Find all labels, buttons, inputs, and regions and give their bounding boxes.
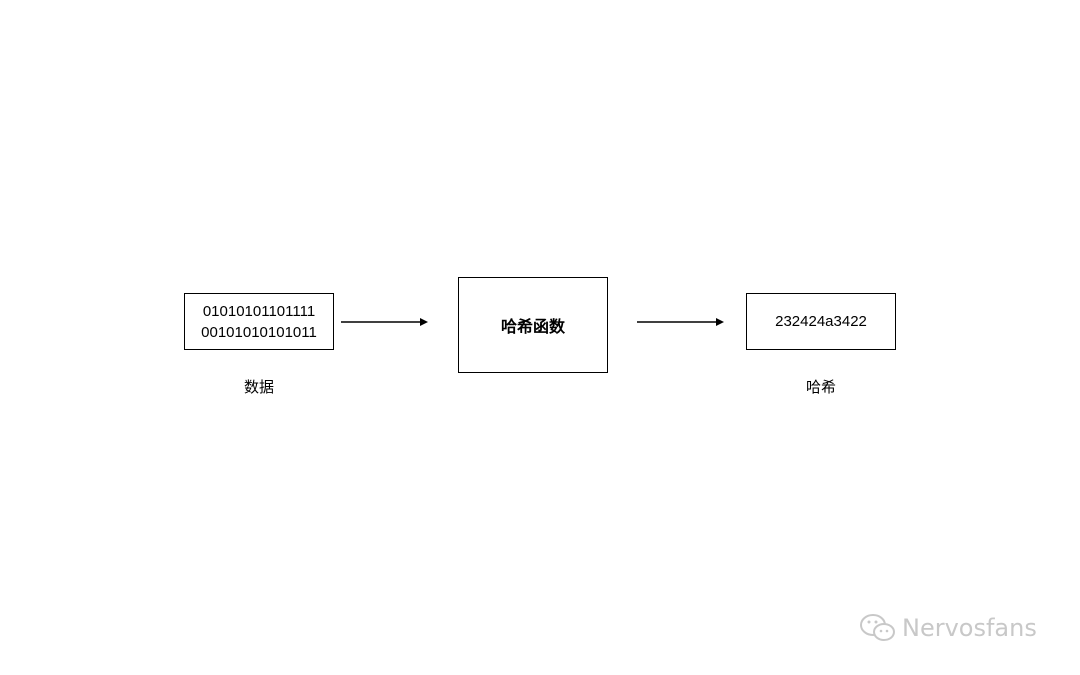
hash-function-node: 哈希函数	[458, 277, 608, 373]
wechat-icon	[860, 614, 895, 641]
hash-caption: 哈希	[805, 379, 836, 396]
watermark-text: Nervosfans	[902, 614, 1037, 642]
hash-function-label: 哈希函数	[500, 319, 565, 336]
data-bits-line-1: 01010101101111	[202, 302, 316, 320]
hash-output-label: 232424a3422	[775, 313, 867, 330]
data-caption: 数据	[243, 379, 274, 396]
hash-output-node: 232424a3422	[746, 293, 896, 350]
arrow-data-to-function	[341, 316, 429, 328]
arrow-function-to-hash	[637, 316, 725, 328]
data-bits-line-2: 00101010101011	[201, 323, 317, 341]
data-node: 01010101101111 00101010101011	[184, 293, 334, 350]
watermark: Nervosfans	[858, 612, 1037, 644]
